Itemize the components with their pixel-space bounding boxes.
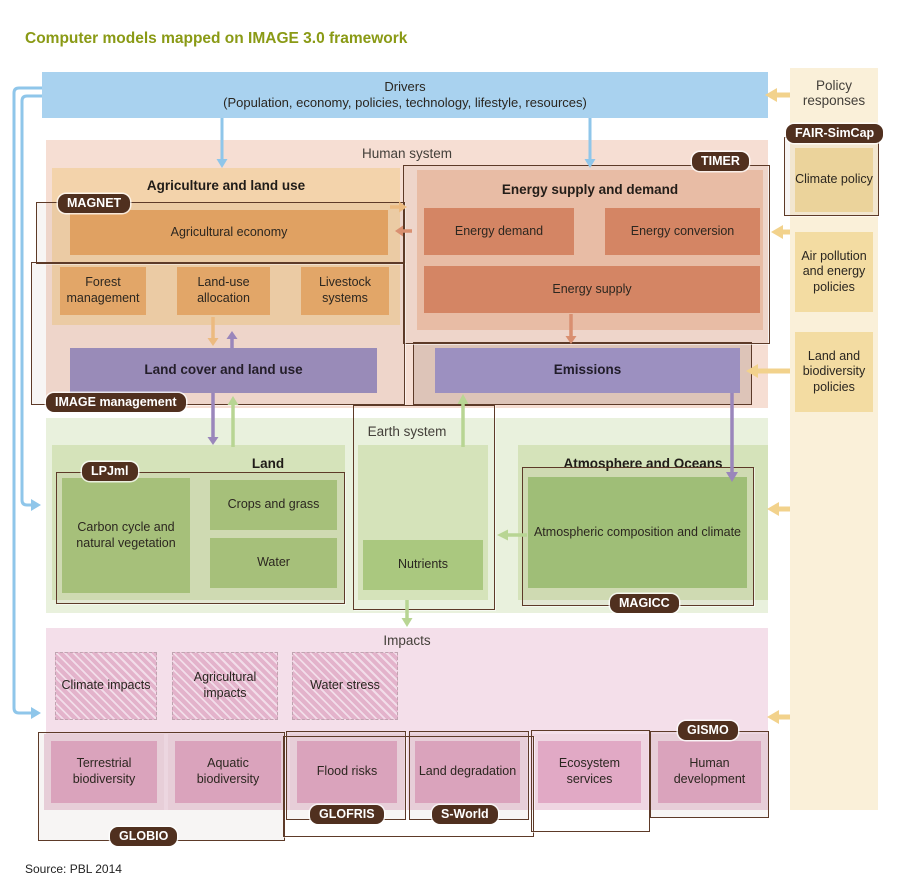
policy-box-land-biodiversity: Land and biodiversity policies bbox=[795, 332, 873, 412]
atmosphere-title: Atmosphere and Oceans bbox=[563, 456, 723, 471]
fair-simcap-tag: FAIR-SimCap bbox=[786, 124, 884, 143]
arrow-drivers-to-impacts-loop bbox=[12, 86, 42, 715]
energy-supply-box: Energy supply bbox=[424, 266, 760, 313]
nutrients-box: Nutrients bbox=[363, 540, 483, 590]
lpjml-tag: LPJml bbox=[82, 462, 138, 481]
magnet-tag: MAGNET bbox=[58, 194, 131, 213]
image-management-tag: IMAGE management bbox=[46, 393, 186, 412]
flood-risks-box: Flood risks bbox=[297, 741, 397, 803]
earth-system-label: Earth system bbox=[367, 424, 447, 439]
energy-title: Energy supply and demand bbox=[501, 182, 679, 197]
agricultural-impacts-box: Agricultural impacts bbox=[172, 652, 278, 720]
arrow-drivers-to-earth-loop bbox=[20, 94, 42, 507]
timer-tag: TIMER bbox=[692, 152, 749, 171]
arrowhead-policy-to-impacts bbox=[767, 710, 779, 724]
agricultural-economy-box: Agricultural economy bbox=[70, 210, 388, 255]
arrowhead-nutrients-to-impacts bbox=[401, 618, 413, 627]
human-development-box: Human development bbox=[658, 741, 761, 803]
arrowhead-drivers-to-impacts bbox=[31, 707, 41, 719]
policy-box-climate: Climate policy bbox=[795, 148, 873, 212]
gismo-tag: GISMO bbox=[678, 721, 738, 740]
impacts-label: Impacts bbox=[383, 633, 431, 648]
water-box: Water bbox=[210, 538, 337, 588]
land-title: Land bbox=[251, 456, 285, 471]
magicc-tag: MAGICC bbox=[610, 594, 679, 613]
human-system-label: Human system bbox=[361, 146, 453, 161]
drivers-box: Drivers (Population, economy, policies, … bbox=[42, 72, 768, 118]
forest-management-box: Forest management bbox=[60, 267, 146, 315]
glofris-tag: GLOFRIS bbox=[310, 805, 384, 824]
climate-impacts-box: Climate impacts bbox=[55, 652, 157, 720]
terrestrial-biodiversity-box: Terrestrial biodiversity bbox=[51, 741, 157, 803]
crops-grass-box: Crops and grass bbox=[210, 480, 337, 530]
drivers-subtitle: (Population, economy, policies, technolo… bbox=[223, 95, 587, 110]
energy-demand-box: Energy demand bbox=[424, 208, 574, 255]
source-text: Source: PBL 2014 bbox=[25, 862, 122, 876]
arrowhead-policy-to-energy bbox=[771, 225, 783, 239]
policy-box-air-pollution: Air pollution and energy policies bbox=[795, 232, 873, 312]
energy-conversion-box: Energy conversion bbox=[605, 208, 760, 255]
policy-header: Policy responses bbox=[802, 78, 866, 108]
ecosystem-services-box: Ecosystem services bbox=[538, 741, 641, 803]
page-title: Computer models mapped on IMAGE 3.0 fram… bbox=[25, 30, 408, 47]
carbon-cycle-box: Carbon cycle and natural vegetation bbox=[62, 478, 190, 593]
land-cover-box: Land cover and land use bbox=[70, 348, 377, 393]
water-stress-box: Water stress bbox=[292, 652, 398, 720]
emissions-box: Emissions bbox=[435, 348, 740, 393]
sworld-tag: S-World bbox=[432, 805, 498, 824]
land-use-allocation-box: Land-use allocation bbox=[177, 267, 270, 315]
agriculture-title: Agriculture and land use bbox=[146, 178, 306, 193]
arrowhead-drivers-to-earth bbox=[31, 499, 41, 511]
arrowhead-policy-to-atmosphere bbox=[767, 502, 779, 516]
globio-tag: GLOBIO bbox=[110, 827, 178, 846]
land-degradation-box: Land degradation bbox=[415, 741, 520, 803]
drivers-title: Drivers bbox=[384, 78, 426, 94]
livestock-systems-box: Livestock systems bbox=[301, 267, 389, 315]
aquatic-biodiversity-box: Aquatic biodiversity bbox=[175, 741, 281, 803]
atmospheric-composition-box: Atmospheric composition and climate bbox=[528, 477, 747, 588]
